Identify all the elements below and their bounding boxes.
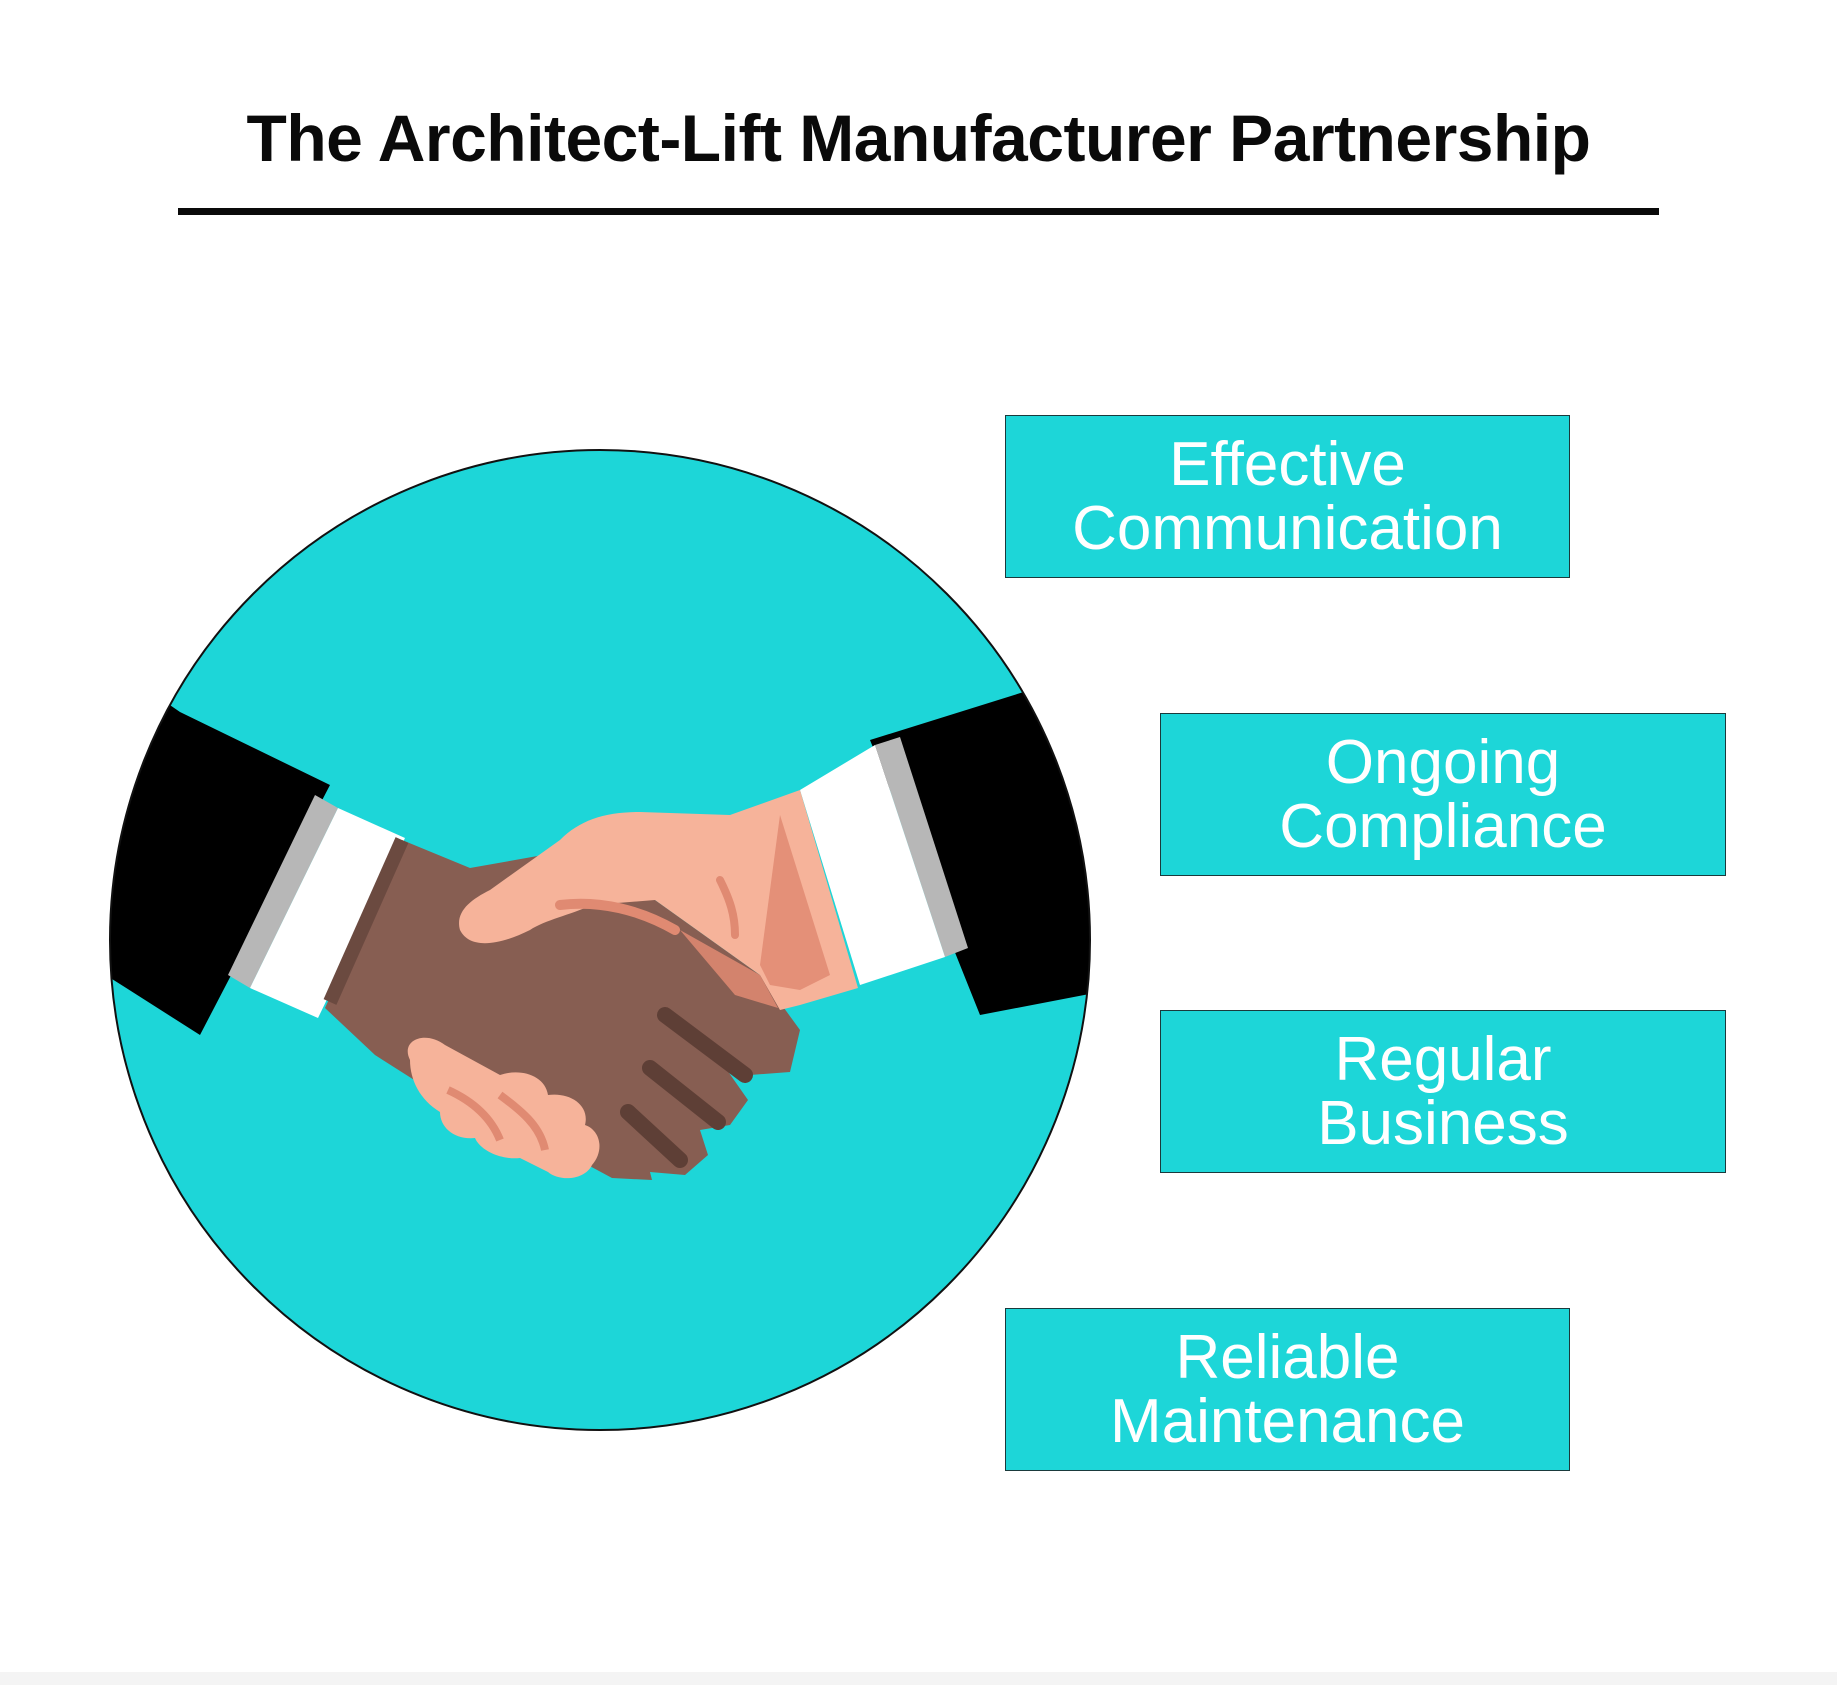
pillar-line-1: Regular xyxy=(1334,1024,1552,1094)
pillar-regular-business: Regular Business xyxy=(1160,1010,1726,1173)
pillar-line-1: Reliable xyxy=(1175,1322,1400,1392)
pillar-line-2: Compliance xyxy=(1279,791,1607,861)
left-cuff xyxy=(250,808,405,1018)
left-cuff-shadow xyxy=(228,795,338,988)
right-sleeve xyxy=(870,690,1090,1015)
light-hand xyxy=(459,790,858,1010)
pillar-ongoing-compliance: Ongoing Compliance xyxy=(1160,713,1726,876)
title-underline xyxy=(178,208,1659,215)
pillar-line-1: Effective xyxy=(1169,429,1406,499)
pillar-reliable-maintenance: Reliable Maintenance xyxy=(1005,1308,1570,1471)
pillar-effective-communication: Effective Communication xyxy=(1005,415,1570,578)
right-cuff-shadow xyxy=(875,737,968,957)
right-cuff xyxy=(800,745,945,985)
handshake-illustration xyxy=(109,449,1091,1431)
pillar-line-2: Maintenance xyxy=(1109,1386,1466,1456)
pillar-line-2: Communication xyxy=(1072,493,1503,563)
pillar-line-1: Ongoing xyxy=(1325,727,1561,797)
light-hand-fingers xyxy=(407,1037,600,1179)
page-title: The Architect-Lift Manufacturer Partners… xyxy=(246,101,1591,175)
pillar-line-2: Business xyxy=(1317,1088,1569,1158)
bottom-band xyxy=(0,1672,1837,1685)
